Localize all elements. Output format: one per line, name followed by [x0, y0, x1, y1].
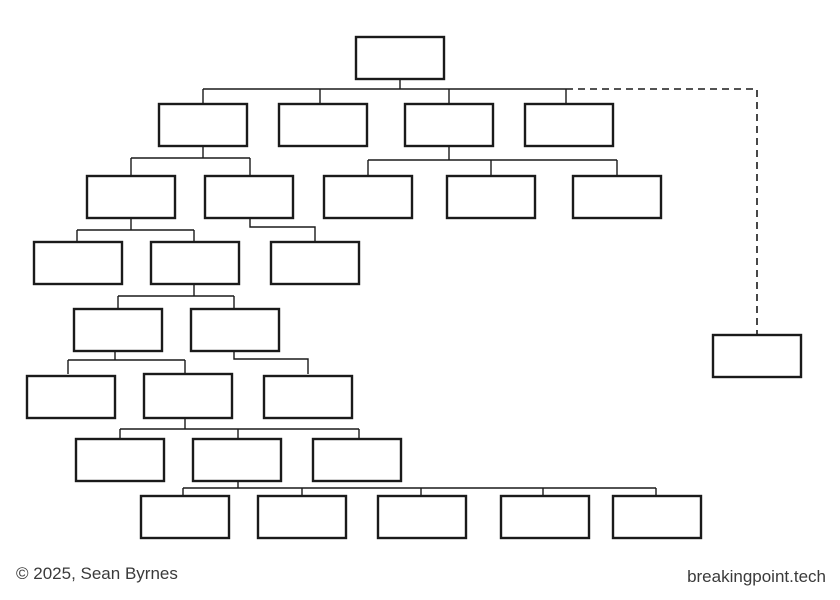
node-l3-1: [32, 240, 124, 286]
node-l6-2: [191, 437, 283, 483]
node-l7-1: [139, 494, 231, 540]
node-l1-1: [157, 102, 249, 148]
node-l1-4: [523, 102, 615, 148]
node-l3-2: [149, 240, 241, 286]
node-l7-2: [256, 494, 348, 540]
node-l2-1: [85, 174, 177, 220]
node-l6-1: [74, 437, 166, 483]
node-l4-1: [72, 307, 164, 353]
dashed-connector-root-to-outlier: [566, 88, 758, 335]
node-l1-3: [403, 102, 495, 148]
site-url-text: breakingpoint.tech: [687, 567, 826, 586]
node-l2-3: [322, 174, 414, 220]
connector-l5-b: [119, 418, 360, 439]
connector-l1-c: [367, 146, 618, 176]
connector-l3-b: [117, 284, 235, 309]
connectors: [67, 78, 758, 496]
connector-l4-b: [233, 351, 309, 374]
connector-l1-a: [130, 146, 251, 176]
connector-root: [202, 78, 567, 104]
copyright-text: © 2025, Sean Byrnes: [16, 564, 178, 583]
node-l3-3: [269, 240, 361, 286]
node-l2-5: [571, 174, 663, 220]
node-l2-4: [445, 174, 537, 220]
node-outlier: [711, 333, 803, 379]
node-l1-2: [277, 102, 369, 148]
connector-l6-b: [182, 481, 657, 496]
node-l5-2: [142, 372, 234, 420]
connector-l2-a: [76, 218, 195, 242]
node-l7-5: [611, 494, 703, 540]
node-l4-2: [189, 307, 281, 353]
node-l7-3: [376, 494, 468, 540]
connector-l2-b: [249, 218, 316, 242]
node-l2-2: [203, 174, 295, 220]
node-l5-3: [262, 374, 354, 420]
node-l7-4: [499, 494, 591, 540]
node-l6-3: [311, 437, 403, 483]
node-l5-1: [25, 374, 117, 420]
connector-l4-a: [67, 351, 186, 374]
nodes: [25, 35, 803, 540]
node-root: [354, 35, 446, 81]
